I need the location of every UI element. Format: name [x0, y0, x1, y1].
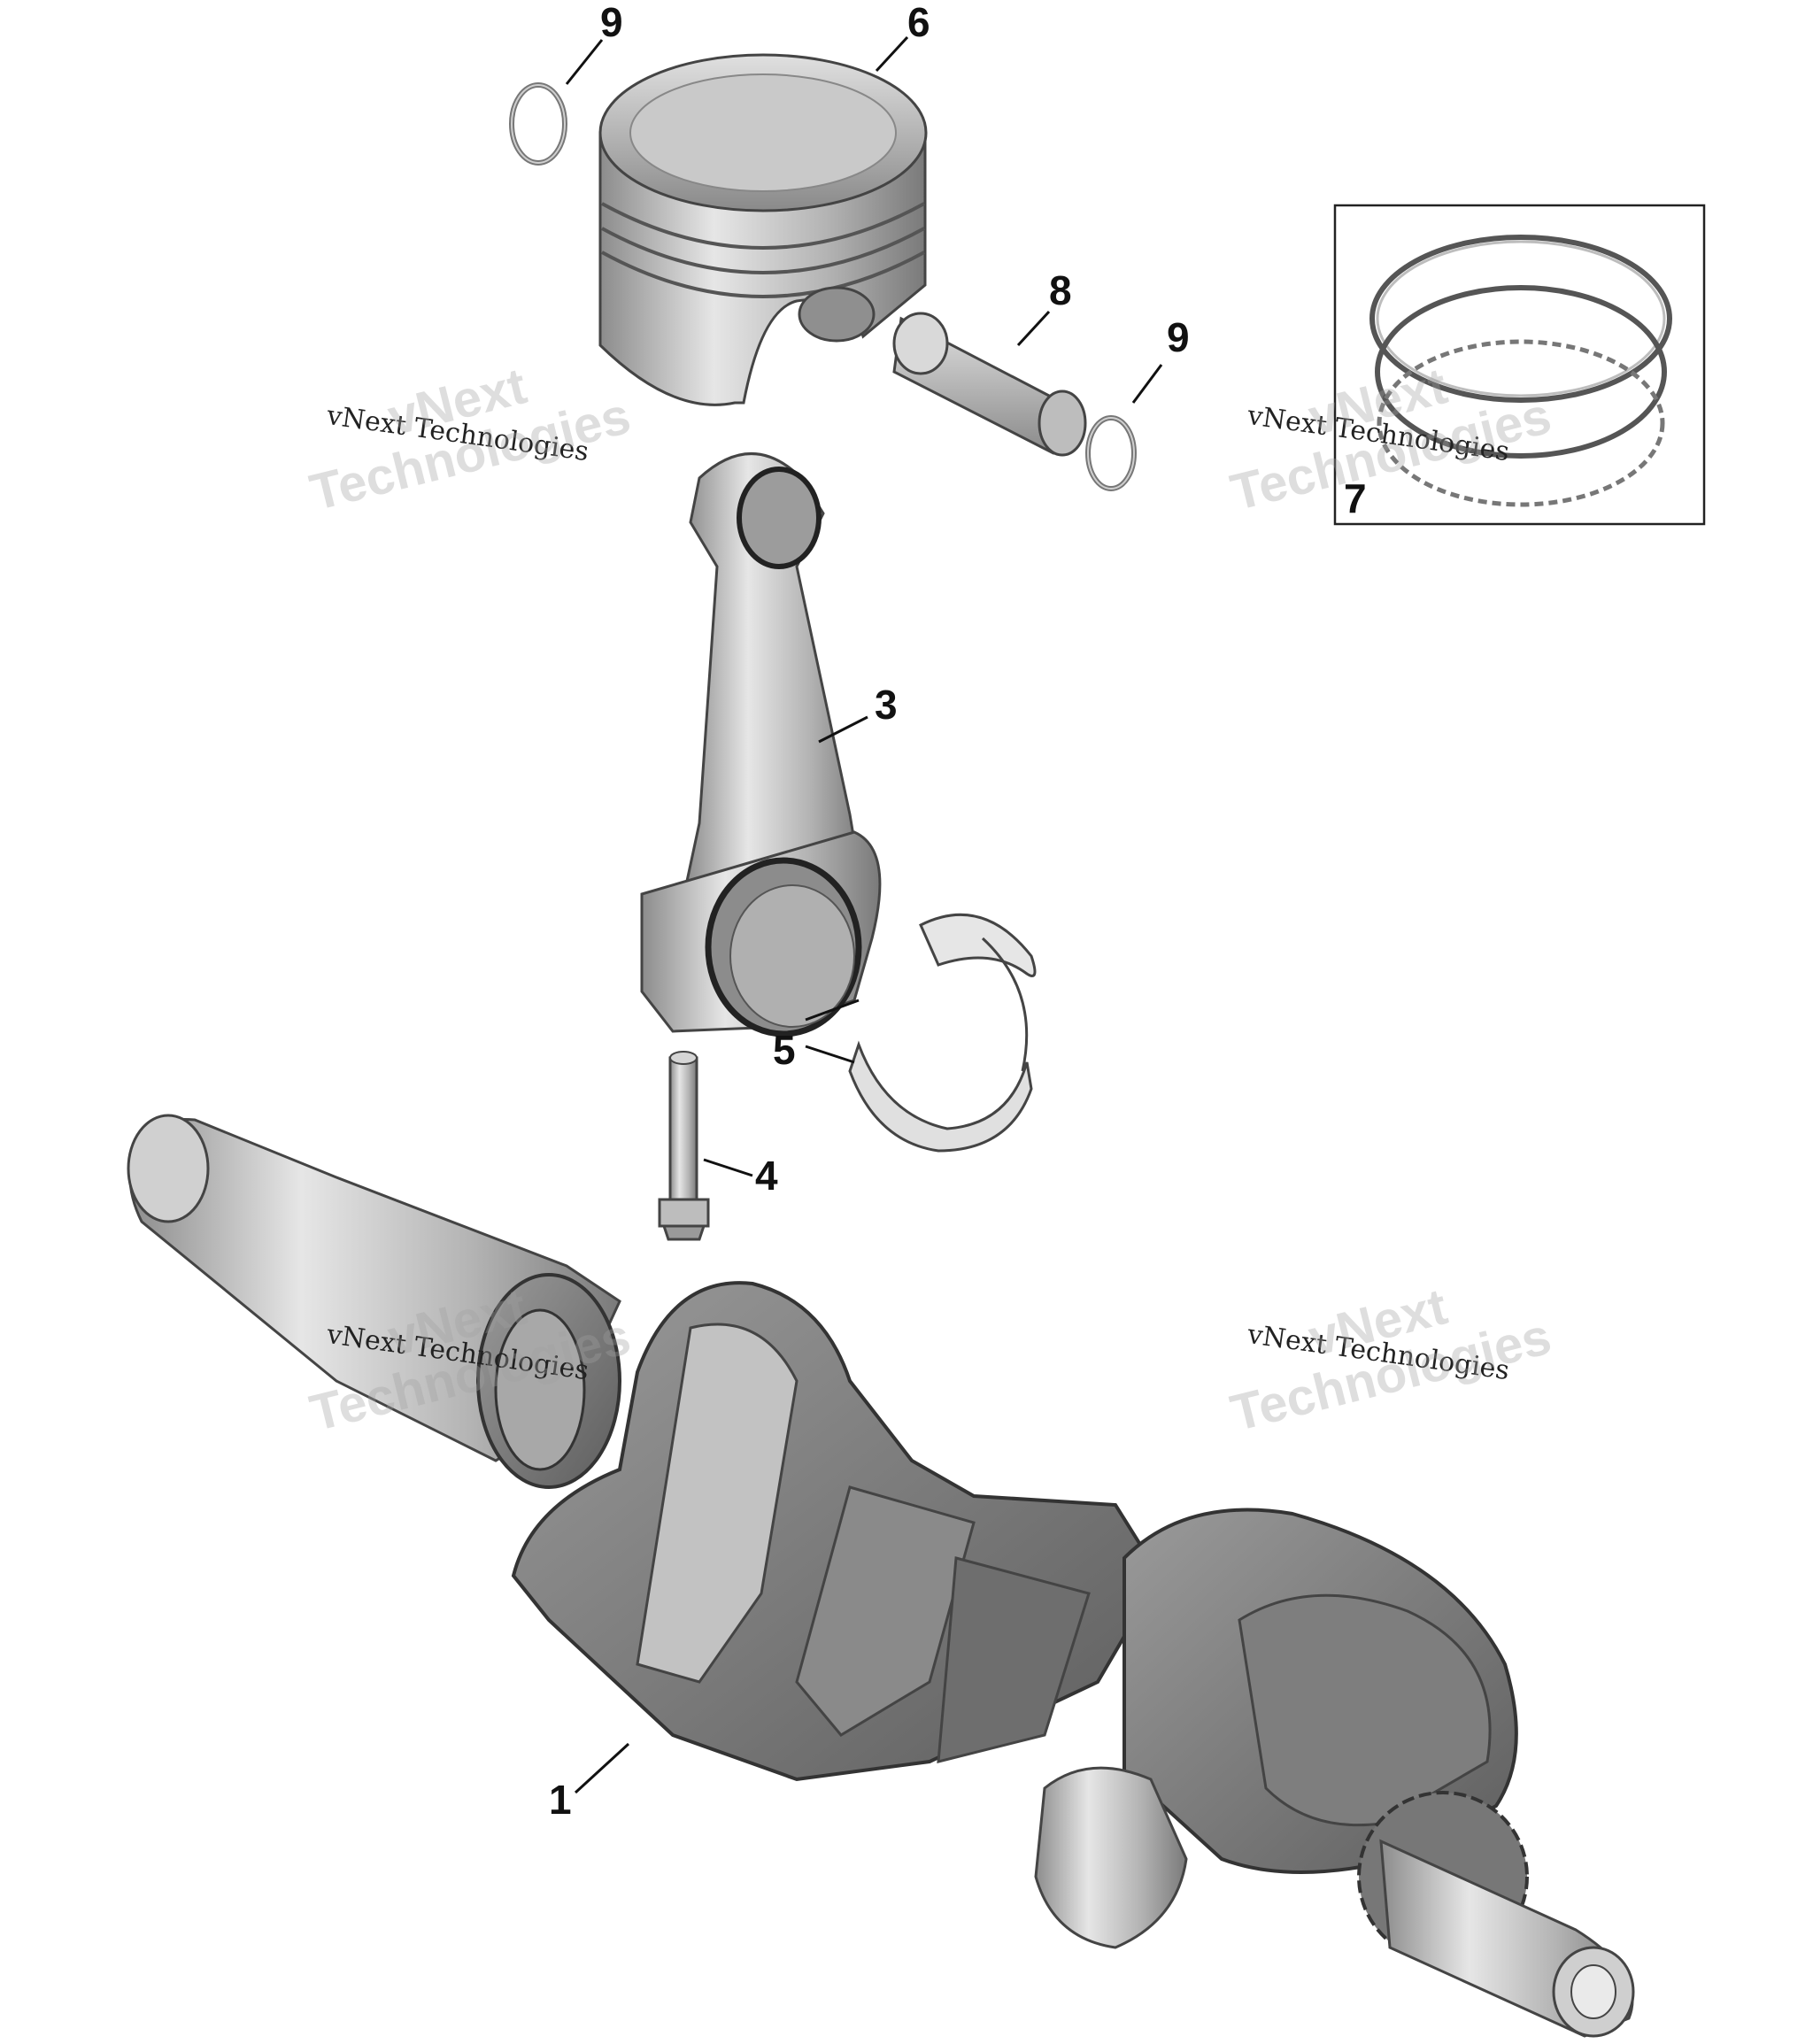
callout-9-right[interactable]: 9	[1167, 314, 1190, 360]
callout-7[interactable]: 7	[1344, 475, 1367, 521]
callout-8[interactable]: 8	[1049, 267, 1072, 313]
callout-3[interactable]: 3	[875, 682, 898, 728]
circlip-right	[1085, 415, 1137, 491]
crankshaft	[127, 1114, 1635, 2038]
callout-5[interactable]: 5	[773, 1027, 796, 1073]
piston-ring-set-box	[1333, 204, 1706, 526]
callout-9-top[interactable]: 9	[600, 0, 623, 45]
bolt	[658, 1051, 710, 1241]
circlip-top	[509, 82, 567, 166]
callout-1[interactable]: 1	[549, 1777, 572, 1823]
callout-6[interactable]: 6	[907, 0, 930, 45]
piston	[598, 53, 928, 406]
leader-lines	[565, 35, 1163, 1794]
callout-4[interactable]: 4	[755, 1153, 778, 1199]
connecting-rod	[640, 452, 882, 1037]
bearing-shells	[848, 913, 1037, 1153]
piston-pin	[892, 312, 1087, 457]
